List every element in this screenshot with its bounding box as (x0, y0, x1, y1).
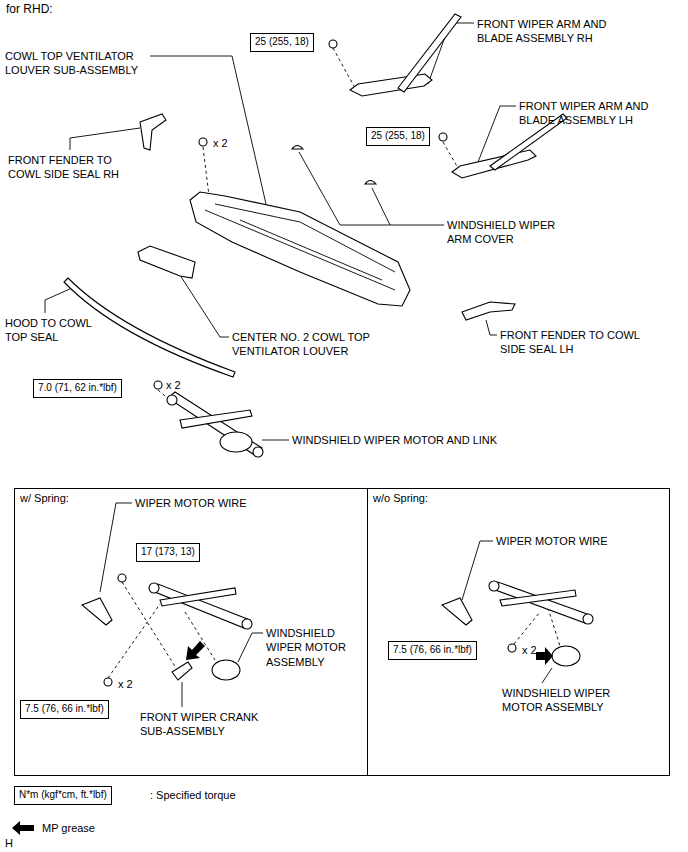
link-rod (168, 392, 262, 456)
leader-line (178, 272, 229, 337)
part-label: WIPER MOTOR WIRE (135, 496, 247, 510)
part-label: WINDSHIELD WIPER MOTOR ASSEMBLY (502, 686, 652, 715)
part-label: WINDSHIELD WIPER MOTOR AND LINK (292, 433, 497, 447)
leader-line (238, 633, 263, 662)
torque-box: 25 (255, 18) (250, 33, 314, 52)
part-label: HOOD TO COWL TOP SEAL (5, 316, 105, 345)
bolt (199, 138, 207, 146)
legend-text: : Specified torque (150, 789, 236, 801)
grease-arrow-sample (12, 821, 34, 835)
leader-line (150, 56, 266, 204)
legend-text: MP grease (42, 822, 95, 834)
legend-torque-box: N*m (kgf*cm, ft.*lbf) (14, 786, 112, 805)
torque-value: 7.0 (71, 62 in.*lbf) (38, 382, 117, 395)
quantity-label: x 2 (166, 378, 181, 392)
part-label: COWL TOP VENTILATOR LOUVER SUB-ASSEMBLY (5, 49, 165, 78)
wiper-motor (220, 432, 252, 452)
dashed-line (333, 48, 355, 88)
figure-code: H (5, 836, 13, 850)
pivot (149, 583, 159, 593)
link-rod (160, 588, 236, 606)
nut (439, 133, 447, 141)
cowl-ribs (205, 204, 395, 290)
part-label: FRONT FENDER TO COWL SIDE SEAL RH (8, 153, 143, 182)
leader-line (462, 541, 493, 600)
part-label: WIPER MOTOR WIRE (496, 534, 608, 548)
leader-line (542, 668, 552, 683)
torque-value: 7.5 (76, 66 in.*lbf) (25, 703, 104, 716)
bolt (104, 678, 112, 686)
dashed-line (185, 612, 215, 660)
grease-arrow (536, 647, 553, 665)
torque-value: 25 (255, 18) (371, 130, 425, 143)
arm-cover (292, 146, 303, 150)
part-label: FRONT WIPER CRANK SUB-ASSEMBLY (140, 710, 270, 739)
pivot (489, 581, 499, 591)
leader-line (262, 440, 289, 441)
grease-arrow (186, 641, 205, 660)
leader-line (100, 503, 132, 592)
torque-box: 25 (255, 18) (366, 127, 430, 146)
nut (329, 40, 337, 48)
wiper-blade (398, 14, 461, 92)
part-label: FRONT WIPER ARM AND BLADE ASSEMBLY LH (519, 99, 679, 128)
motor-wire (442, 598, 472, 625)
part-label: WINDSHIELD WIPER ARM COVER (447, 218, 577, 247)
quantity-label: x 2 (522, 643, 537, 657)
torque-value: 17 (173, 13) (141, 546, 195, 559)
wiper-arm (350, 74, 432, 96)
torque-box: 7.5 (76, 66 in.*lbf) (388, 641, 477, 660)
leader-line (486, 320, 497, 335)
arm-cover (365, 181, 376, 185)
page-title: for RHD: (6, 2, 53, 16)
link-rod (490, 582, 590, 623)
part-label: FRONT WIPER ARM AND BLADE ASSEMBLY RH (477, 17, 637, 46)
leader-line (372, 188, 390, 225)
dashed-line (443, 142, 458, 168)
link-rod (500, 590, 576, 606)
dashed-line (108, 604, 160, 678)
cowl-louver (190, 192, 410, 306)
panel-heading: w/o Spring: (373, 492, 664, 504)
bolt (154, 381, 162, 389)
pivot (167, 395, 177, 405)
quantity-label: x 2 (213, 136, 228, 150)
pivot (242, 619, 252, 629)
side-seal (140, 114, 166, 150)
nut (118, 574, 126, 582)
wiper-crank (172, 662, 192, 680)
torque-value: N*m (kgf*cm, ft.*lbf) (19, 789, 107, 802)
center-louver (138, 246, 195, 278)
torque-box: 7.5 (76, 66 in.*lbf) (20, 700, 109, 719)
bolt (508, 644, 516, 652)
pivot (253, 447, 263, 457)
link-rod (180, 410, 252, 428)
wiper-motor (552, 646, 580, 666)
torque-box: 17 (173, 13) (136, 543, 200, 562)
variant-panel: w/o Spring: 7.5 (76, 66 in.*lbf) (367, 488, 670, 776)
side-seal (462, 302, 515, 320)
leader-line (299, 152, 444, 225)
torque-box: 7.0 (71, 62 in.*lbf) (33, 379, 122, 398)
quantity-label: x 2 (118, 677, 133, 691)
link-rod (150, 584, 250, 628)
part-label: WINDSHIELD WIPER MOTOR ASSEMBLY (266, 626, 361, 669)
pivot (583, 614, 593, 624)
torque-value: 25 (255, 18) (255, 36, 309, 49)
leader-line (428, 23, 474, 84)
leader-line (70, 128, 140, 150)
motor-wire (82, 598, 112, 625)
wiper-motor (212, 660, 240, 680)
dashed-line (514, 612, 540, 644)
leader-line (182, 682, 183, 707)
part-label: CENTER NO. 2 COWL TOP VENTILATOR LOUVER (232, 330, 402, 359)
leader-line (45, 288, 72, 313)
torque-value: 7.5 (76, 66 in.*lbf) (393, 644, 472, 657)
part-label: FRONT FENDER TO COWL SIDE SEAL LH (500, 328, 665, 357)
